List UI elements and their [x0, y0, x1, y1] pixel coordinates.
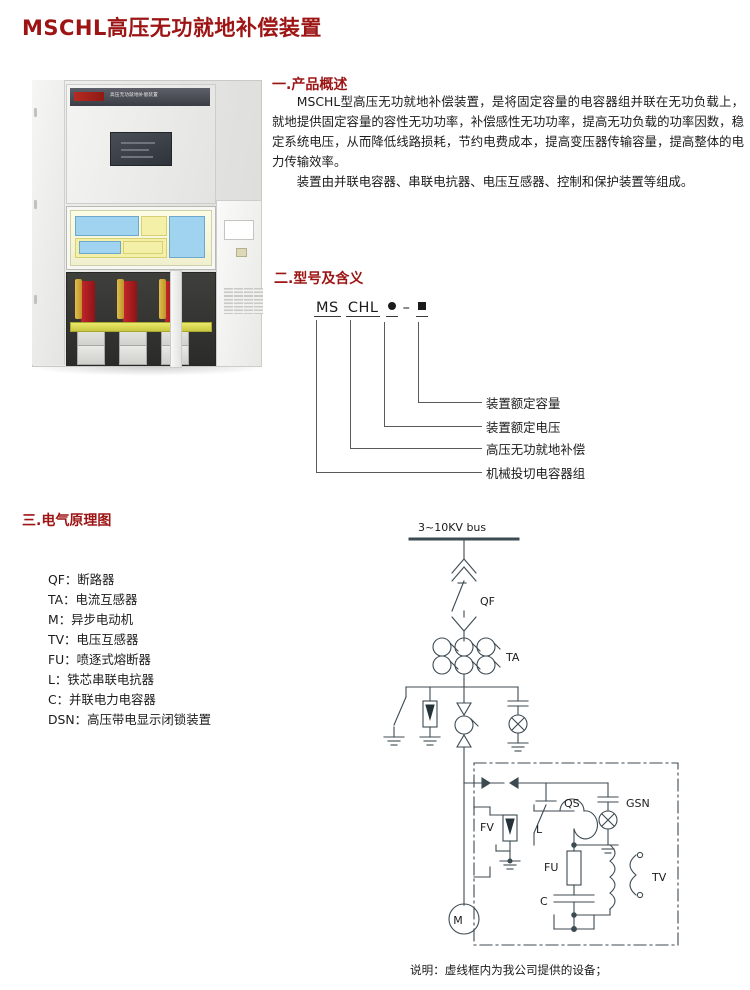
- schematic-label-ta: TA: [505, 651, 520, 664]
- legend-item-l: L：铁芯串联电抗器: [48, 672, 155, 687]
- section-heading-schematic: 三.电气原理图: [22, 513, 112, 529]
- model-label-voltage: 装置额定电压: [486, 420, 561, 435]
- schematic-legend: QF：断路器 TA：电流互感器 M：异步电动机 TV：电压互感器 FU：喷逐式熔…: [48, 570, 211, 730]
- cabinet-busbar: [70, 322, 212, 332]
- schematic-label-c: C: [540, 895, 548, 908]
- cabinet-display-screen: [110, 132, 172, 166]
- cabinet-left-door: [32, 80, 65, 365]
- schematic-label-fu: FU: [544, 861, 558, 874]
- leader-line-capacity: [418, 322, 419, 402]
- legend-item-dsn: DSN：高压带电显示闭锁装置: [48, 712, 211, 727]
- model-label-type: 高压无功就地补偿: [486, 442, 586, 457]
- schematic-label-m: M: [453, 914, 463, 927]
- leader-h-capacity: [418, 402, 482, 403]
- cabinet-lower-compartment: [66, 272, 216, 366]
- legend-item-m: M：异步电动机: [48, 612, 134, 627]
- cabinet-banner: [70, 88, 210, 106]
- leader-line-ms: [316, 320, 317, 472]
- schematic-label-tv: TV: [651, 871, 667, 884]
- leader-h-chl: [350, 448, 482, 449]
- schematic-label-qs: QS: [564, 797, 580, 810]
- square-symbol: [417, 302, 426, 310]
- model-part-chl: CHL: [345, 300, 381, 317]
- banner-text: 高压无功就地补偿装置: [110, 93, 158, 98]
- legend-item-c: C：并联电力电容器: [48, 692, 156, 707]
- model-part-dash: –: [402, 300, 411, 316]
- model-code: MS CHL –: [314, 300, 428, 317]
- control-panel-inner: [70, 210, 212, 266]
- leader-line-voltage: [384, 322, 385, 426]
- overview-paragraph-1: MSCHL型高压无功就地补偿装置，是将固定容量的电容器组并联在无功负载上，就地提…: [272, 94, 744, 169]
- model-label-series: 机械投切电容器组: [486, 466, 586, 481]
- schematic-label-l: L: [536, 823, 543, 836]
- schematic-label-fv: FV: [480, 821, 494, 834]
- cabinet-open-door: [170, 270, 182, 368]
- legend-item-ta: TA：电流互感器: [48, 592, 138, 607]
- section-heading-overview: 一.产品概述: [272, 77, 348, 93]
- overview-paragraph-2: 装置由并联电容器、串联电抗器、电压互感器、控制和保护装置等组成。: [296, 174, 694, 189]
- legend-item-fu: FU：喷逐式熔断器: [48, 652, 151, 667]
- model-part-capacity: [415, 300, 428, 317]
- model-designation-diagram: MS CHL – 装置额定容量 装置额定电压 高压无功就地补偿 机械投切电容器组: [274, 296, 744, 481]
- schematic-label-bus: 3~10KV bus: [418, 521, 486, 534]
- legend-item-tv: TV：电压互感器: [48, 632, 139, 647]
- page-title: MSCHL高压无功就地补偿装置: [22, 16, 322, 40]
- leader-h-voltage: [384, 426, 482, 427]
- section-heading-model: 二.型号及含义: [274, 271, 364, 287]
- schematic-label-qf: QF: [480, 595, 495, 608]
- model-part-ms: MS: [314, 300, 341, 317]
- product-photo: 高压无功就地补偿装置: [22, 70, 272, 376]
- model-part-voltage: [385, 300, 398, 317]
- schematic-note: 说明：虚线框内为我公司提供的设备；: [410, 963, 608, 977]
- cabinet-right-window: [224, 220, 254, 240]
- electrical-schematic-diagram: 3~10KV bus QF TA QS GSN FV L FU C TV M: [378, 515, 718, 955]
- leader-h-ms: [316, 472, 482, 473]
- manufacturer-logo: [74, 92, 104, 101]
- schematic-label-gsn: GSN: [626, 797, 650, 810]
- legend-item-qf: QF：断路器: [48, 572, 115, 587]
- dot-symbol: [387, 302, 396, 310]
- model-label-capacity: 装置额定容量: [486, 396, 561, 411]
- cabinet-latch: [236, 248, 247, 257]
- leader-line-chl: [350, 320, 351, 448]
- overview-text: MSCHL型高压无功就地补偿装置，是将固定容量的电容器组并联在无功负载上，就地提…: [272, 92, 744, 192]
